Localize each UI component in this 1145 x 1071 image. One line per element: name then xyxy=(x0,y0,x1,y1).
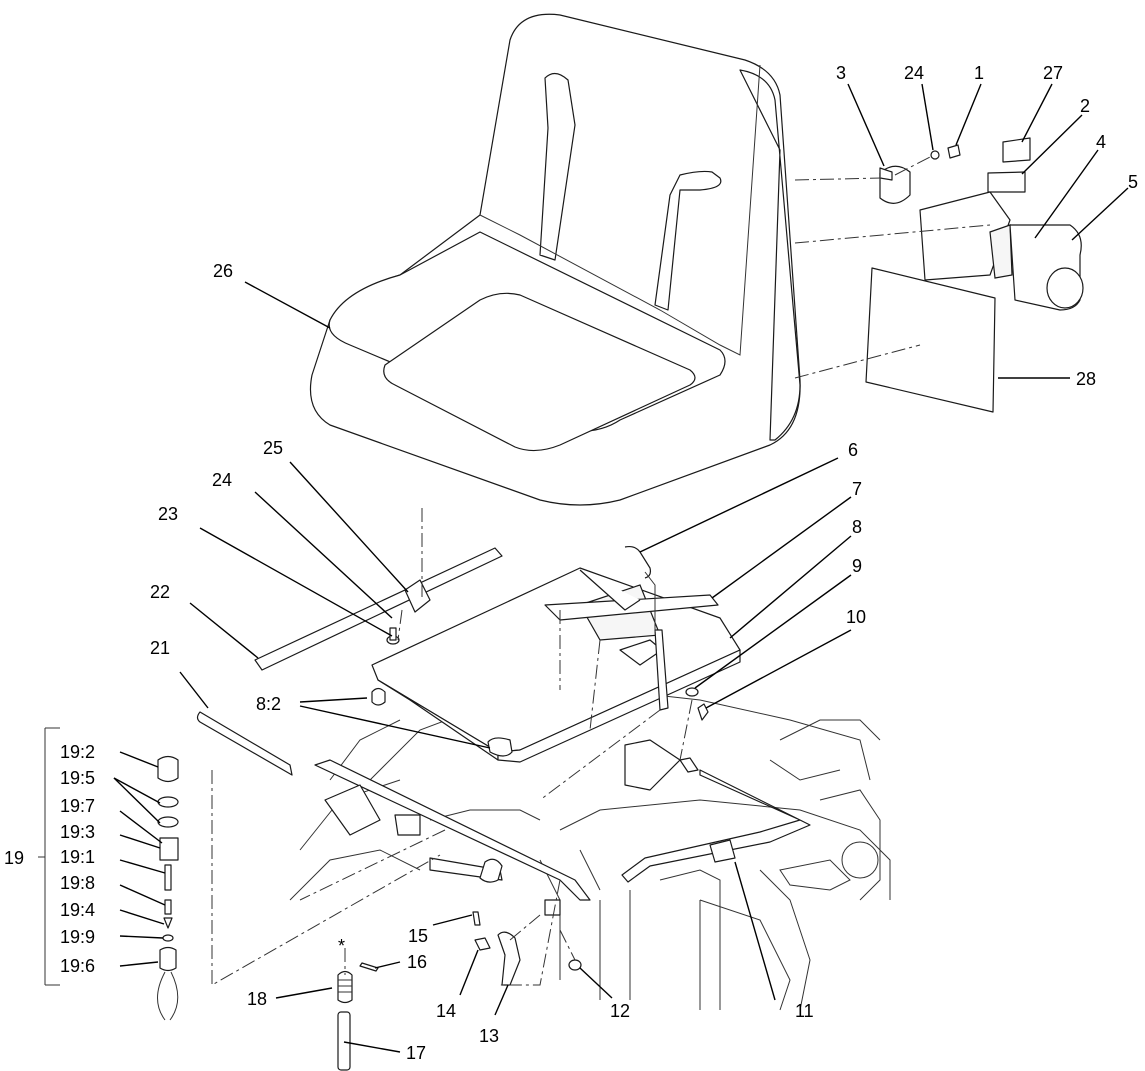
callout-28: 28 xyxy=(1076,369,1096,389)
callout-22: 22 xyxy=(150,582,170,602)
callout-5: 5 xyxy=(1128,172,1138,192)
callout-6: 6 xyxy=(848,440,858,460)
callout-8: 8 xyxy=(852,517,862,537)
callout-labels: 1 2 3 4 5 6 7 8 9 10 11 12 13 14 15 16 1… xyxy=(4,63,1138,1063)
callout-18: 18 xyxy=(247,989,267,1009)
callout-15: 15 xyxy=(408,926,428,946)
callout-19: 19 xyxy=(4,848,24,868)
callout-19-4: 19:4 xyxy=(60,900,95,920)
callout-19-7: 19:7 xyxy=(60,796,95,816)
callout-19-5: 19:5 xyxy=(60,768,95,788)
callout-19-1: 19:1 xyxy=(60,847,95,867)
callout-17: 17 xyxy=(406,1043,426,1063)
leader-lines xyxy=(113,83,1129,1053)
callout-25: 25 xyxy=(263,438,283,458)
callout-12: 12 xyxy=(610,1001,630,1021)
callout-4: 4 xyxy=(1096,132,1106,152)
alignment-lines xyxy=(211,155,991,986)
callout-11: 11 xyxy=(795,1001,814,1021)
callout-24a: 24 xyxy=(212,470,232,490)
callout-2: 2 xyxy=(1080,96,1090,116)
callout-1: 1 xyxy=(974,63,984,83)
callout-26: 26 xyxy=(213,261,233,281)
chassis-frame xyxy=(289,689,891,1011)
callout-23: 23 xyxy=(158,504,178,524)
seat-mount-plate xyxy=(254,545,741,763)
callout-8-2: 8:2 xyxy=(256,694,281,714)
asterisk-marker: * xyxy=(338,936,345,956)
callout-19-6: 19:6 xyxy=(60,956,95,976)
callout-21: 21 xyxy=(150,638,170,658)
callout-3: 3 xyxy=(836,63,846,83)
callout-19-2: 19:2 xyxy=(60,742,95,762)
seat xyxy=(309,13,801,506)
callout-14: 14 xyxy=(436,1001,456,1021)
callout-9: 9 xyxy=(852,556,862,576)
seat-switch-kit xyxy=(38,727,179,1021)
callout-24b: 24 xyxy=(904,63,924,83)
callout-19-8: 19:8 xyxy=(60,873,95,893)
callout-27: 27 xyxy=(1043,63,1063,83)
callout-19-3: 19:3 xyxy=(60,822,95,842)
callout-13: 13 xyxy=(479,1026,499,1046)
callout-16: 16 xyxy=(407,952,427,972)
callout-10: 10 xyxy=(846,607,866,627)
callout-7: 7 xyxy=(852,479,862,499)
callout-19-9: 19:9 xyxy=(60,927,95,947)
seat-belt-parts xyxy=(865,137,1084,413)
seat-linkage xyxy=(196,711,811,1071)
